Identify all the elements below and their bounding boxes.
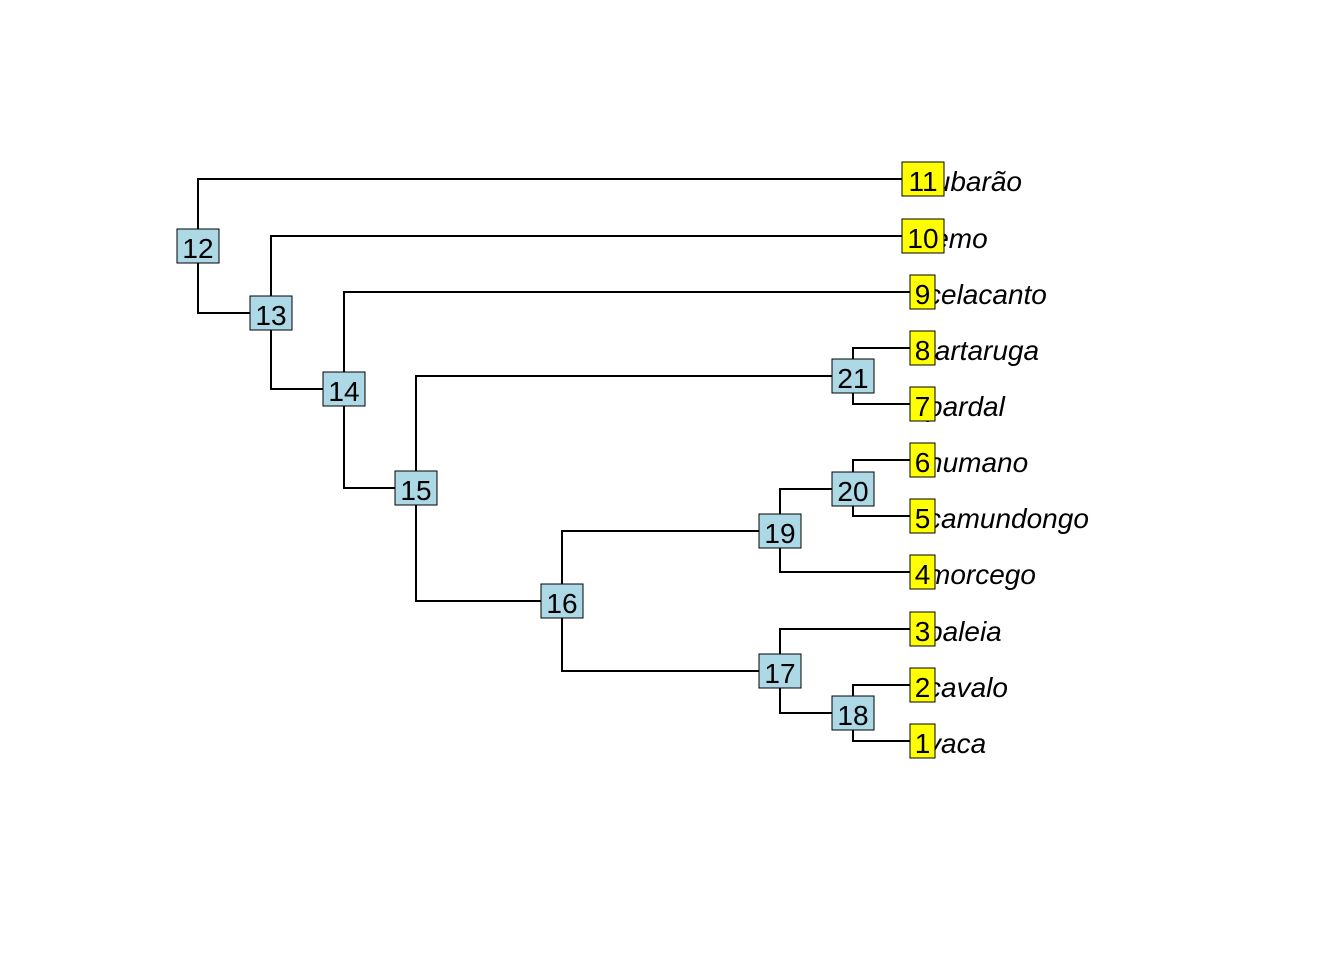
- tip-number: 5: [915, 503, 931, 534]
- internal-node: 15: [394, 470, 438, 506]
- branch-16-17: [561, 601, 780, 672]
- node-labels: 12 13 14 15 16 17 18 19 20 21: [176, 228, 875, 731]
- tip-number-box: [909, 274, 936, 310]
- internal-node-box: [831, 471, 875, 507]
- internal-node-number: 17: [764, 658, 795, 689]
- tip-number: 11: [908, 166, 937, 197]
- tip-number-box: [909, 330, 936, 366]
- internal-node: 17: [758, 653, 802, 689]
- internal-node-number: 18: [837, 700, 868, 731]
- branch-15-21: [415, 375, 853, 488]
- branch-13-10: [270, 235, 923, 313]
- internal-node-box: [394, 470, 438, 506]
- internal-node-box: [831, 358, 875, 394]
- internal-node-number: 21: [837, 363, 868, 394]
- internal-node: 19: [758, 513, 802, 549]
- internal-node-number: 20: [837, 476, 868, 507]
- internal-node-box: [176, 228, 220, 264]
- tip-number-box: [909, 554, 936, 590]
- species-name: pardal: [926, 391, 1006, 422]
- species-name: tartaruga: [927, 335, 1039, 366]
- branch-12-11: [197, 178, 923, 246]
- species-name: baleia: [927, 616, 1002, 647]
- tree-branches: [197, 178, 923, 742]
- branch-14-9: [343, 291, 923, 389]
- internal-node-number: 14: [328, 376, 359, 407]
- internal-node: 21: [831, 358, 875, 394]
- internal-node-box: [758, 653, 802, 689]
- internal-node: 16: [540, 583, 584, 619]
- internal-node: 18: [831, 695, 875, 731]
- internal-node-box: [540, 583, 584, 619]
- tip-number-box: [909, 667, 936, 703]
- internal-node-box: [758, 513, 802, 549]
- tip-number-box: [909, 723, 936, 759]
- branch-15-16: [415, 488, 562, 602]
- species-name: celacanto: [927, 279, 1047, 310]
- tip-number-box: [909, 498, 936, 534]
- tip-number: 3: [915, 616, 931, 647]
- internal-node-box: [249, 295, 293, 331]
- species-name: morcego: [927, 559, 1036, 590]
- species-name: humano: [927, 447, 1028, 478]
- tip-number: 7: [915, 391, 931, 422]
- species-name: cavalo: [927, 672, 1008, 703]
- tip-number: 6: [915, 447, 931, 478]
- tip-number: 1: [915, 728, 931, 759]
- tip-number: 4: [915, 559, 931, 590]
- internal-node-number: 19: [764, 518, 795, 549]
- internal-node: 20: [831, 471, 875, 507]
- internal-node-number: 12: [182, 233, 213, 264]
- branch-12-13: [197, 246, 271, 314]
- tip-number-box: [901, 161, 945, 197]
- branch-13-14: [270, 313, 344, 390]
- species-name: vaca: [927, 728, 986, 759]
- internal-node-box: [831, 695, 875, 731]
- internal-node-number: 13: [255, 300, 286, 331]
- tip-number: 2: [915, 672, 931, 703]
- tip-number: 8: [915, 335, 931, 366]
- internal-node-number: 16: [546, 588, 577, 619]
- tip-number: 9: [915, 279, 931, 310]
- tip-number: 10: [907, 223, 938, 254]
- internal-node: 14: [322, 371, 366, 407]
- internal-node: 12: [176, 228, 220, 264]
- tip-number-box: [909, 442, 936, 478]
- tip-number-box: [901, 218, 945, 254]
- tip-number-box: [909, 386, 936, 422]
- branch-16-19: [561, 530, 780, 601]
- tip-number-box: [909, 611, 936, 647]
- branch-14-15: [343, 389, 416, 489]
- internal-node-box: [322, 371, 366, 407]
- internal-node-number: 15: [400, 475, 431, 506]
- internal-node: 13: [249, 295, 293, 331]
- species-name: camundongo: [927, 503, 1089, 534]
